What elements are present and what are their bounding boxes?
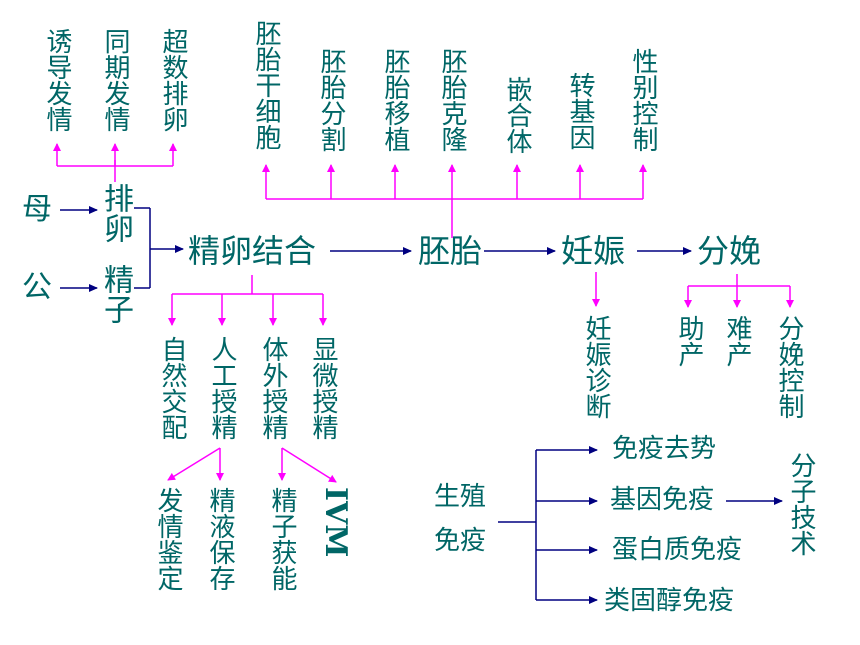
mother-label: 母 [22, 192, 52, 227]
molecular-tech: 分子技术 [786, 452, 816, 556]
pregnancy-node: 妊娠 [561, 232, 626, 270]
immunity-type-2: 基因免疫 [610, 485, 715, 515]
delivery-tech-2: 难产 [722, 315, 752, 367]
fertilization-techs-connector [168, 275, 327, 326]
delivery-node: 分娩 [697, 232, 762, 270]
immunity-type-3: 蛋白质免疫 [612, 535, 743, 565]
repro-immunity-line2: 免疫 [434, 526, 487, 556]
fertilization-tech-3: 体外授精 [258, 336, 288, 440]
ai-tech-1: 发情鉴定 [153, 487, 183, 591]
embryo-tech-7: 性别控制 [628, 48, 658, 152]
male-label: 公 [22, 270, 52, 305]
fertilization-tech-4: 显微授精 [308, 336, 338, 440]
embryo-tech-4: 胚胎克隆 [437, 48, 467, 152]
ivm-label: IVM [318, 487, 353, 558]
sperm-node: 精子 [98, 264, 133, 324]
delivery-techs-connector [684, 274, 794, 308]
ovulation-tech-1: 诱导发情 [42, 28, 72, 132]
embryo-tech-3: 胚胎移植 [380, 48, 410, 152]
embryo-node: 胚胎 [418, 232, 483, 270]
embryo-tech-1: 胚胎干细胞 [251, 20, 281, 150]
fertilization-node: 精卵结合 [188, 232, 317, 270]
fertilization-tech-1: 自然交配 [157, 336, 187, 440]
delivery-tech-1: 助产 [674, 315, 704, 367]
immunity-type-1: 免疫去势 [612, 434, 717, 464]
embryo-tech-2: 胚胎分割 [316, 48, 346, 152]
embryo-techs-connector [262, 164, 647, 238]
repro-immunity-line1: 生殖 [434, 482, 487, 512]
delivery-tech-3: 分娩控制 [774, 315, 804, 419]
ai-tech-2: 精液保存 [205, 487, 235, 591]
ai-tech-3: 精子获能 [267, 487, 297, 591]
immunity-type-4: 类固醇免疫 [604, 586, 735, 616]
pregnancy-tech: 妊娠诊断 [581, 315, 611, 419]
embryo-tech-6: 转基因 [565, 72, 595, 150]
ovulation-tech-2: 同期发情 [100, 28, 130, 132]
ovulation-tech-3: 超数排卵 [158, 28, 188, 132]
ovulation-node: 排卵 [98, 183, 133, 243]
fertilization-tech-2: 人工授精 [207, 336, 237, 440]
embryo-tech-5: 嵌合体 [502, 76, 532, 154]
ovulation-techs-connector [53, 143, 177, 182]
immunity-connector [498, 446, 783, 604]
ai-techs-connector [167, 447, 337, 483]
main-chain-connector [60, 206, 692, 292]
